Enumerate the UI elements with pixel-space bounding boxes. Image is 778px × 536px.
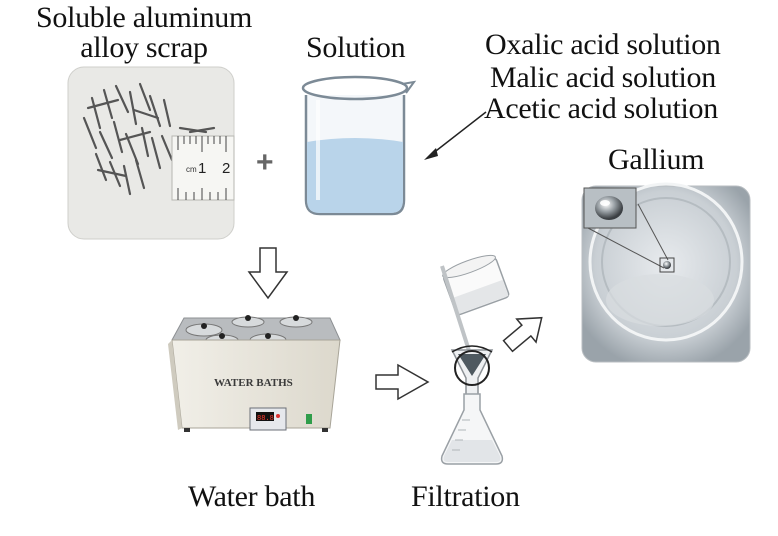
- bath-panel-readout: 88.8: [257, 415, 274, 423]
- scrap-label-line1: Soluble aluminum: [35, 1, 253, 34]
- acid-pointer-arrow: [424, 111, 487, 160]
- scrap-photo: cm 1 2: [67, 66, 235, 240]
- water-bath-image: WATER BATHS 88.8: [160, 305, 348, 453]
- solution-liquid: [307, 138, 403, 213]
- gallium-droplet: [595, 196, 623, 220]
- gallium-label: Gallium: [608, 143, 705, 176]
- glass-rod: [440, 265, 474, 361]
- ruler-tick-1: 1: [198, 160, 206, 177]
- filtration-label: Filtration: [411, 480, 520, 513]
- ruler-tick-2: 2: [222, 160, 230, 177]
- bath-brand-text: WATER BATHS: [214, 377, 293, 389]
- gallium-photo: [581, 182, 751, 363]
- acid-oxalic-label: Oxalic acid solution: [485, 28, 721, 61]
- water-bath-label: Water bath: [188, 480, 316, 513]
- diagonal-arrow: [502, 316, 543, 353]
- scrap-label: Soluble aluminum alloy scrap: [10, 3, 278, 63]
- solution-beaker: [301, 75, 417, 216]
- ruler: cm 1 2: [171, 135, 235, 201]
- filtration-setup: [440, 254, 510, 465]
- down-arrow: [247, 247, 289, 300]
- pouring-beaker: [442, 254, 510, 316]
- scrap-label-line2: alloy scrap: [80, 31, 208, 64]
- ruler-unit: cm: [186, 165, 197, 174]
- acid-acetic-label: Acetic acid solution: [484, 92, 718, 125]
- right-arrow: [375, 363, 430, 401]
- scrap-pieces: [82, 82, 216, 196]
- solution-label: Solution: [306, 31, 406, 64]
- plus-sign: +: [256, 146, 274, 179]
- acid-malic-label: Malic acid solution: [490, 61, 716, 94]
